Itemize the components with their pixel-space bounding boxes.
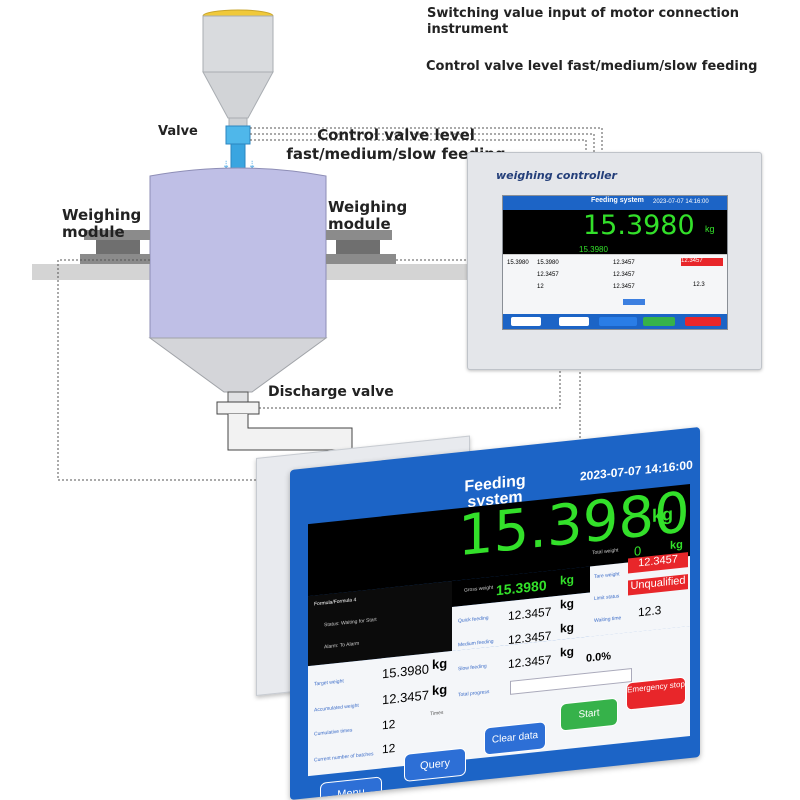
weighing-controller-small: weighing controller Feeding system 2023-… [467, 152, 762, 370]
small-tolerance: 12.3457 [681, 258, 723, 266]
tank-body [149, 167, 327, 339]
control-valve-level-label: Control valve level fast/medium/slow fee… [426, 59, 758, 74]
small-slow: 12.3457 [613, 284, 635, 290]
small-target-2: 15.3980 [537, 260, 559, 266]
controller-brand: weighing controller [496, 169, 617, 182]
slow-feeding-unit: kg [560, 644, 575, 660]
query-button[interactable]: Query [404, 747, 466, 783]
small-main-weight: 15.3980 [583, 210, 695, 241]
small-times: 12 [537, 284, 544, 290]
target-weight-unit: kg [432, 655, 448, 673]
small-acc: 12.3457 [537, 272, 559, 278]
small-datetime: 2023-07-07 14:16:00 [653, 199, 709, 205]
tank-cone [148, 337, 328, 393]
small-wait: 12.3 [693, 282, 705, 288]
controller-screen-small: Feeding system 2023-07-07 14:16:00 15.39… [502, 195, 728, 330]
discharge-valve-label: Discharge valve [268, 384, 394, 400]
quick-feeding-unit: kg [560, 596, 575, 612]
control-valve-feeding-label: Control valve level fast/medium/slow fee… [286, 126, 506, 163]
feeding-system-screen: Feeding system 2023-07-07 14:16:00 15.39… [290, 426, 700, 800]
small-target: 15.3980 [507, 260, 529, 266]
discharge-valve-body [216, 401, 260, 415]
weighing-module-left-label: Weighing module [62, 206, 142, 241]
screen-datetime: 2023-07-07 14:16:00 [580, 457, 693, 484]
weighing-module-right-label: Weighing module [328, 198, 408, 233]
gross-weight-unit: kg [560, 572, 575, 588]
small-quick: 12.3457 [613, 260, 635, 266]
accumulated-unit: kg [432, 681, 448, 699]
total-weight-unit: kg [670, 538, 683, 553]
small-title: Feeding system [591, 197, 644, 204]
waiting-time-value: 12.3 [638, 602, 662, 620]
svg-text:⇣: ⇣ [222, 160, 230, 171]
valve-label: Valve [158, 124, 198, 139]
hopper-cone [202, 71, 274, 119]
current-batch-value: 12 [382, 740, 396, 757]
svg-text:⇣: ⇣ [248, 160, 256, 171]
small-main-unit: kg [705, 224, 715, 234]
hopper-neck [228, 117, 248, 127]
small-gross: 15.3980 [579, 245, 608, 254]
switching-input-label: Switching value input of motor connectio… [427, 6, 740, 37]
small-medium: 12.3457 [613, 272, 635, 278]
cumulative-times-value: 12 [382, 716, 396, 733]
discharge-elbow [227, 414, 353, 451]
hopper-body [202, 15, 274, 73]
main-weight-unit: kg [652, 503, 674, 526]
medium-feeding-unit: kg [560, 620, 575, 636]
